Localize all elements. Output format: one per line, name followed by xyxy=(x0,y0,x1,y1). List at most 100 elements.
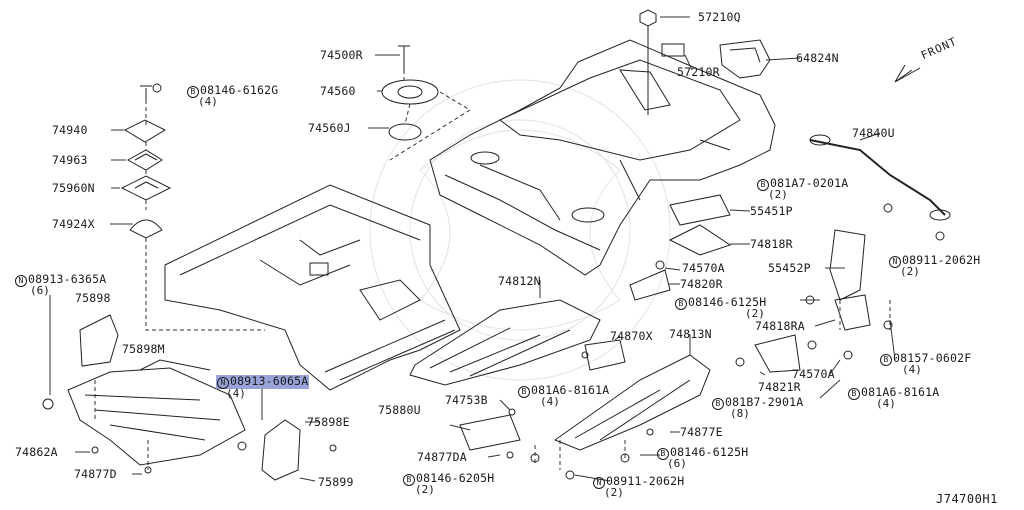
bracket-74820r xyxy=(629,269,671,301)
part-label-55451p: 55451P xyxy=(750,204,793,218)
cover-75899 xyxy=(261,419,301,481)
watermark-emblem xyxy=(369,79,671,381)
guide-lines xyxy=(94,70,891,470)
part-label-75960n: 75960N xyxy=(52,181,95,195)
nut-prefix-icon: N xyxy=(889,256,901,268)
pad-57210r xyxy=(661,43,685,57)
bolt-prefix-icon: B xyxy=(403,474,415,486)
part-label-74877e: 74877E xyxy=(680,425,723,439)
front-under-cover xyxy=(67,359,246,466)
qty-08913-6065a: (4) xyxy=(226,387,246,400)
qty-08146-6205h: (2) xyxy=(415,483,435,496)
bolt-prefix-icon: B xyxy=(675,298,687,310)
rod-end-front xyxy=(809,134,831,146)
part-label-74560j: 74560J xyxy=(308,121,351,135)
bolt-prefix-icon: B xyxy=(187,86,199,98)
qty-08911-2062h-lower: (2) xyxy=(604,486,624,499)
fasteners xyxy=(42,83,945,480)
part-label-74820r: 74820R xyxy=(680,277,723,291)
part-label-74753b: 74753B xyxy=(445,393,488,407)
bracket-74818r xyxy=(668,224,732,256)
shift-boot-parts xyxy=(120,85,172,239)
qty-08913-6365a: (6) xyxy=(30,284,50,297)
nut-prefix-icon: N xyxy=(217,377,229,389)
qty-08146-6125h-upper: (2) xyxy=(745,307,765,320)
qty-08146-6125h-lower: (6) xyxy=(667,457,687,470)
bolt-prefix-icon: B xyxy=(712,398,724,410)
bracket-64824n xyxy=(719,39,771,79)
qty-081b7-2901a: (8) xyxy=(730,407,750,420)
qty-081a7-0201a: (2) xyxy=(768,188,788,201)
part-label-74940: 74940 xyxy=(52,123,88,137)
bolt-prefix-icon: B xyxy=(657,448,669,460)
part-label-74818r: 74818R xyxy=(750,237,793,251)
rod-74840u xyxy=(809,139,946,216)
part-label-75898e: 75898E xyxy=(307,415,350,429)
part-label-74924x: 74924X xyxy=(52,217,95,231)
bracket-75880u xyxy=(459,414,521,451)
mount-74560 xyxy=(381,45,439,141)
nut-prefix-icon: N xyxy=(15,275,27,287)
rear-floor-panel xyxy=(429,39,776,276)
part-label-74821r: 74821R xyxy=(758,380,801,394)
part-label-74570a-lower: 74570A xyxy=(792,367,835,381)
qty-08157-0602f: (4) xyxy=(902,363,922,376)
part-label-74500r: 74500R xyxy=(320,48,363,62)
front-arrow-icon xyxy=(894,64,921,83)
part-label-74877da: 74877DA xyxy=(417,450,467,464)
part-label-74560: 74560 xyxy=(320,84,356,98)
cover-75898 xyxy=(79,314,119,367)
part-label-74570a-upper: 74570A xyxy=(682,261,725,275)
bracket-74821r xyxy=(754,334,801,373)
part-label-74813n: 74813N xyxy=(669,327,712,341)
bracket-55452p xyxy=(829,229,866,301)
part-label-74818ra: 74818RA xyxy=(755,319,805,333)
part-label-74840u: 74840U xyxy=(852,126,895,140)
bolt-prefix-icon: B xyxy=(880,354,892,366)
part-label-55452p: 55452P xyxy=(768,261,811,275)
bolt-prefix-icon: B xyxy=(518,386,530,398)
diagram-code: J74700H1 xyxy=(936,492,998,506)
leader-lines xyxy=(49,16,896,482)
qty-081a6-8161a-left: (4) xyxy=(540,395,560,408)
bracket-74870x xyxy=(584,339,626,371)
nut-prefix-icon: N xyxy=(593,477,605,489)
clip-57210q xyxy=(639,9,657,115)
qty-08911-2062h-right: (2) xyxy=(900,265,920,278)
part-label-74963: 74963 xyxy=(52,153,88,167)
tunnel-cover-74812n xyxy=(409,299,601,386)
part-label-75899: 75899 xyxy=(318,475,354,489)
tunnel-cover-74813n xyxy=(553,354,711,451)
part-label-75898m: 75898M xyxy=(122,342,165,356)
part-label-75880u: 75880U xyxy=(378,403,421,417)
part-label-74862a: 74862A xyxy=(15,445,58,459)
part-label-74812n: 74812N xyxy=(498,274,541,288)
bolt-prefix-icon: B xyxy=(757,179,769,191)
qty-081a6-8161a-right: (4) xyxy=(876,397,896,410)
part-label-57210q: 57210Q xyxy=(698,10,741,24)
rod-end-rear xyxy=(929,209,951,221)
front-floor-panel xyxy=(164,184,461,391)
qty-08146-6162g: (4) xyxy=(198,95,218,108)
bracket-55451p xyxy=(669,194,731,226)
bracket-74818ra xyxy=(834,294,871,331)
part-label-74870x: 74870X xyxy=(610,329,653,343)
bolt-prefix-icon: B xyxy=(848,388,860,400)
part-label-75898: 75898 xyxy=(75,291,111,305)
part-label-57210r: 57210R xyxy=(677,65,720,79)
